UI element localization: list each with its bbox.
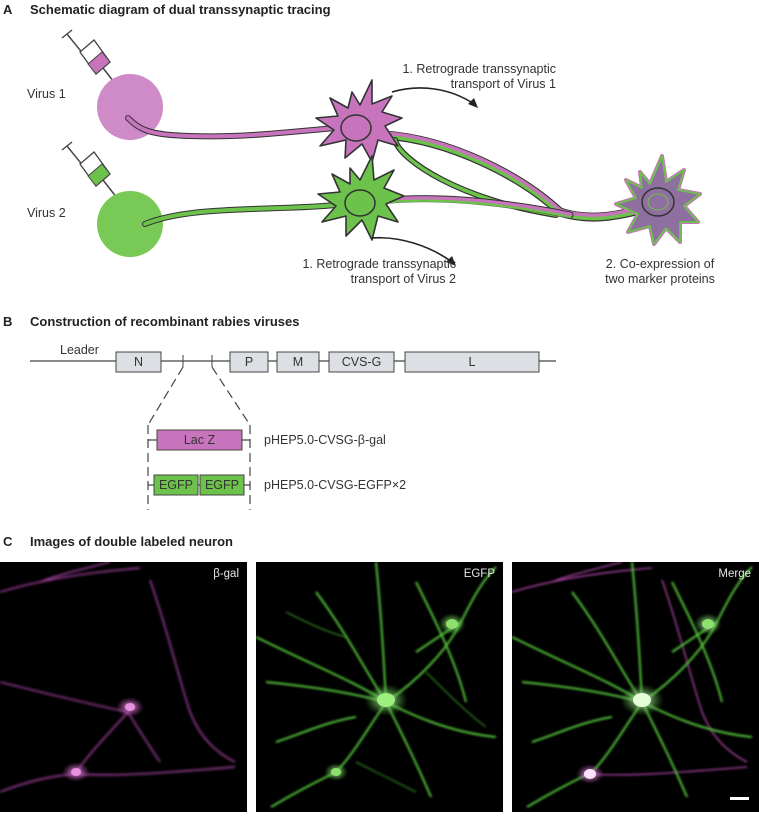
step1-virus1-line1: 1. Retrograde transsynaptic [402, 62, 556, 76]
step1-virus1-line2: transport of Virus 1 [450, 77, 556, 91]
merge-image-label: Merge [718, 568, 751, 580]
step1-virus2-line1: 1. Retrograde transsynaptic [302, 257, 456, 271]
panel-b-title: Construction of recombinant rabies virus… [30, 314, 300, 329]
step1-virus2-line2: transport of Virus 2 [350, 272, 456, 286]
gene-label-cvs-g: CVS-G [341, 355, 382, 369]
gene-box-p [229, 351, 269, 373]
panel-c-title: Images of double labeled neuron [30, 534, 233, 549]
egfp-image: EGFP [256, 562, 503, 812]
lacz-box [156, 429, 243, 451]
arrow-virus-2-icon [446, 256, 456, 266]
beta-gal-image: β-gal [0, 562, 247, 812]
neuron-3-double-labeled [614, 154, 702, 246]
syringe-2-icon [61, 141, 129, 213]
merge-image: Merge [512, 562, 759, 812]
step2-label: 2. Co-expression of two marker proteins [585, 257, 735, 287]
neuron-1-magenta [315, 79, 403, 163]
panel-c-letter: C [3, 534, 13, 549]
panel-a-letter: A [3, 2, 13, 17]
injection-site-virus-1 [97, 74, 163, 140]
construct-egfp-label: pHEP5.0-CVSG-EGFP×2 [264, 478, 407, 492]
panel-a-title: Schematic diagram of dual transsynaptic … [30, 2, 331, 17]
scale-bar [730, 797, 749, 800]
gene-label-n: N [133, 355, 144, 369]
gene-label-m: M [292, 355, 304, 369]
gene-box-m [276, 351, 320, 373]
injection-site-virus-2 [97, 191, 163, 257]
step2-line2: two marker proteins [605, 272, 715, 286]
gene-box-n [115, 351, 162, 373]
beta-gal-image-label: β-gal [213, 568, 239, 580]
leader-label: Leader [60, 343, 99, 357]
egfp-image-label: EGFP [463, 568, 495, 580]
virus-1-label: Virus 1 [27, 87, 66, 101]
step1-virus2-label: 1. Retrograde transsynaptic transport of… [230, 257, 456, 287]
egfp-box-1 [153, 474, 199, 496]
egfp-label-2: EGFP [204, 478, 240, 492]
transsynaptic-tracing-diagram [61, 29, 702, 266]
panel-b-letter: B [3, 314, 13, 329]
step2-line1: 2. Co-expression of [605, 257, 715, 271]
egfp-label-1: EGFP [158, 478, 194, 492]
gene-box-l [404, 351, 540, 373]
step1-virus1-label: 1. Retrograde transsynaptic transport of… [330, 62, 556, 92]
rabies-genome-map [30, 351, 556, 510]
construct-beta-gal-label: pHEP5.0-CVSG-β-gal [264, 433, 386, 447]
virus-2-label: Virus 2 [27, 206, 66, 220]
lacz-label: Lac Z [183, 433, 216, 447]
neuron-2-green [317, 155, 405, 241]
gene-box-cvs-g [328, 351, 395, 373]
gene-label-l: L [468, 355, 476, 369]
gene-label-p: P [244, 355, 254, 369]
arrow-virus-1-icon [468, 98, 478, 108]
egfp-box-2 [199, 474, 245, 496]
